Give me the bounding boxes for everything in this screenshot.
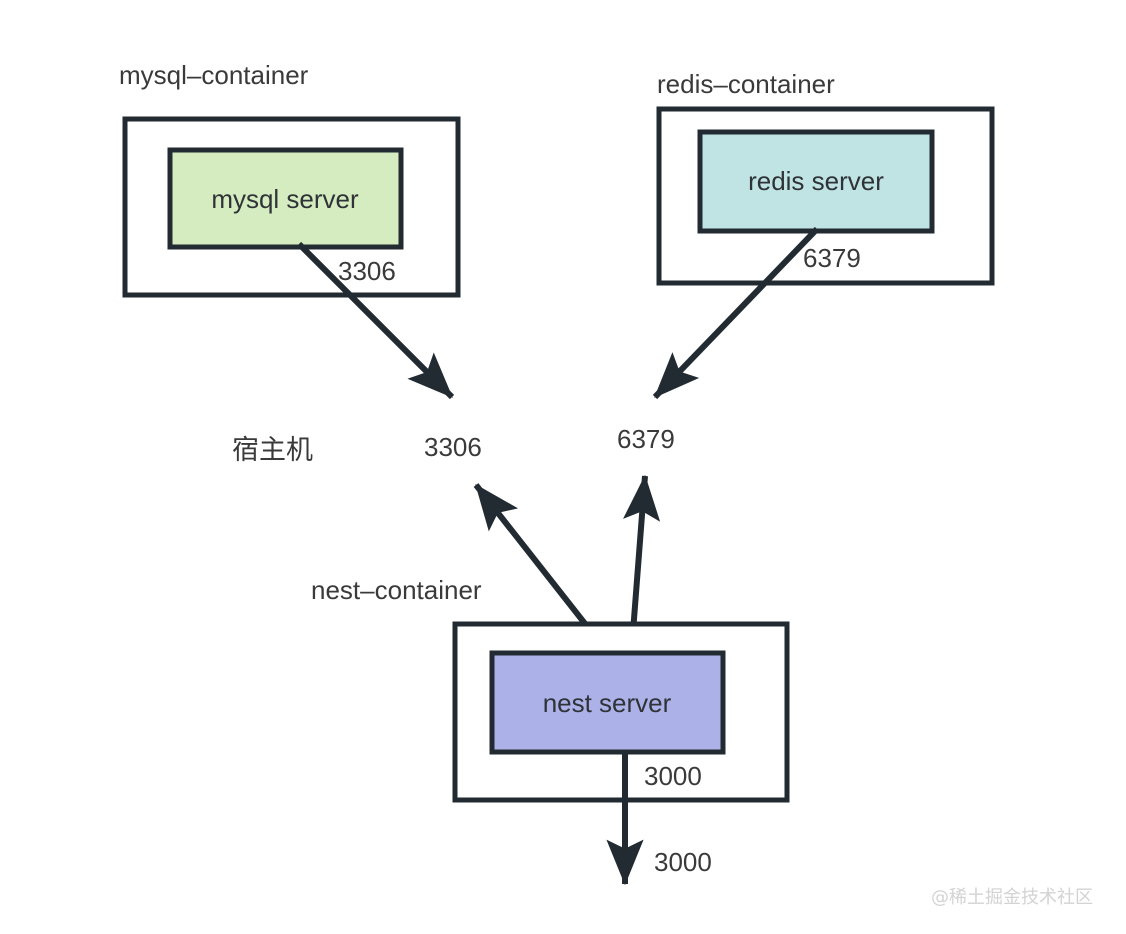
redis-container-label: redis–container: [657, 69, 835, 99]
nest-container-group: nest–container nest server 3000: [311, 575, 790, 803]
nest-server-label: nest server: [543, 688, 672, 718]
nest-container-label: nest–container: [311, 575, 482, 605]
mysql-to-host-arrow: [296, 241, 455, 400]
nest-internal-port-label: 3000: [644, 761, 702, 791]
host-machine-label: 宿主机: [232, 435, 313, 466]
redis-to-host-arrow: [652, 226, 820, 400]
redis-internal-port-label: 6379: [803, 243, 861, 273]
nest-server-node[interactable]: [489, 650, 726, 755]
mysql-container-label: mysql–container: [119, 60, 309, 90]
redis-server-node[interactable]: [697, 129, 935, 234]
host-redis-port-label: 6379: [617, 424, 675, 454]
redis-server-label: redis server: [748, 166, 884, 196]
mysql-container-group: mysql–container mysql server 3306: [119, 60, 461, 298]
redis-container-group: redis–container redis server 6379: [656, 69, 995, 286]
watermark-label: @稀土掘金技术社区: [931, 887, 1093, 908]
host-mysql-port-label: 3306: [424, 432, 482, 462]
mysql-server-node[interactable]: [167, 147, 404, 250]
mysql-server-label: mysql server: [211, 184, 359, 214]
mysql-internal-port-label: 3306: [338, 256, 396, 286]
nest-host-port-label: 3000: [654, 847, 712, 877]
